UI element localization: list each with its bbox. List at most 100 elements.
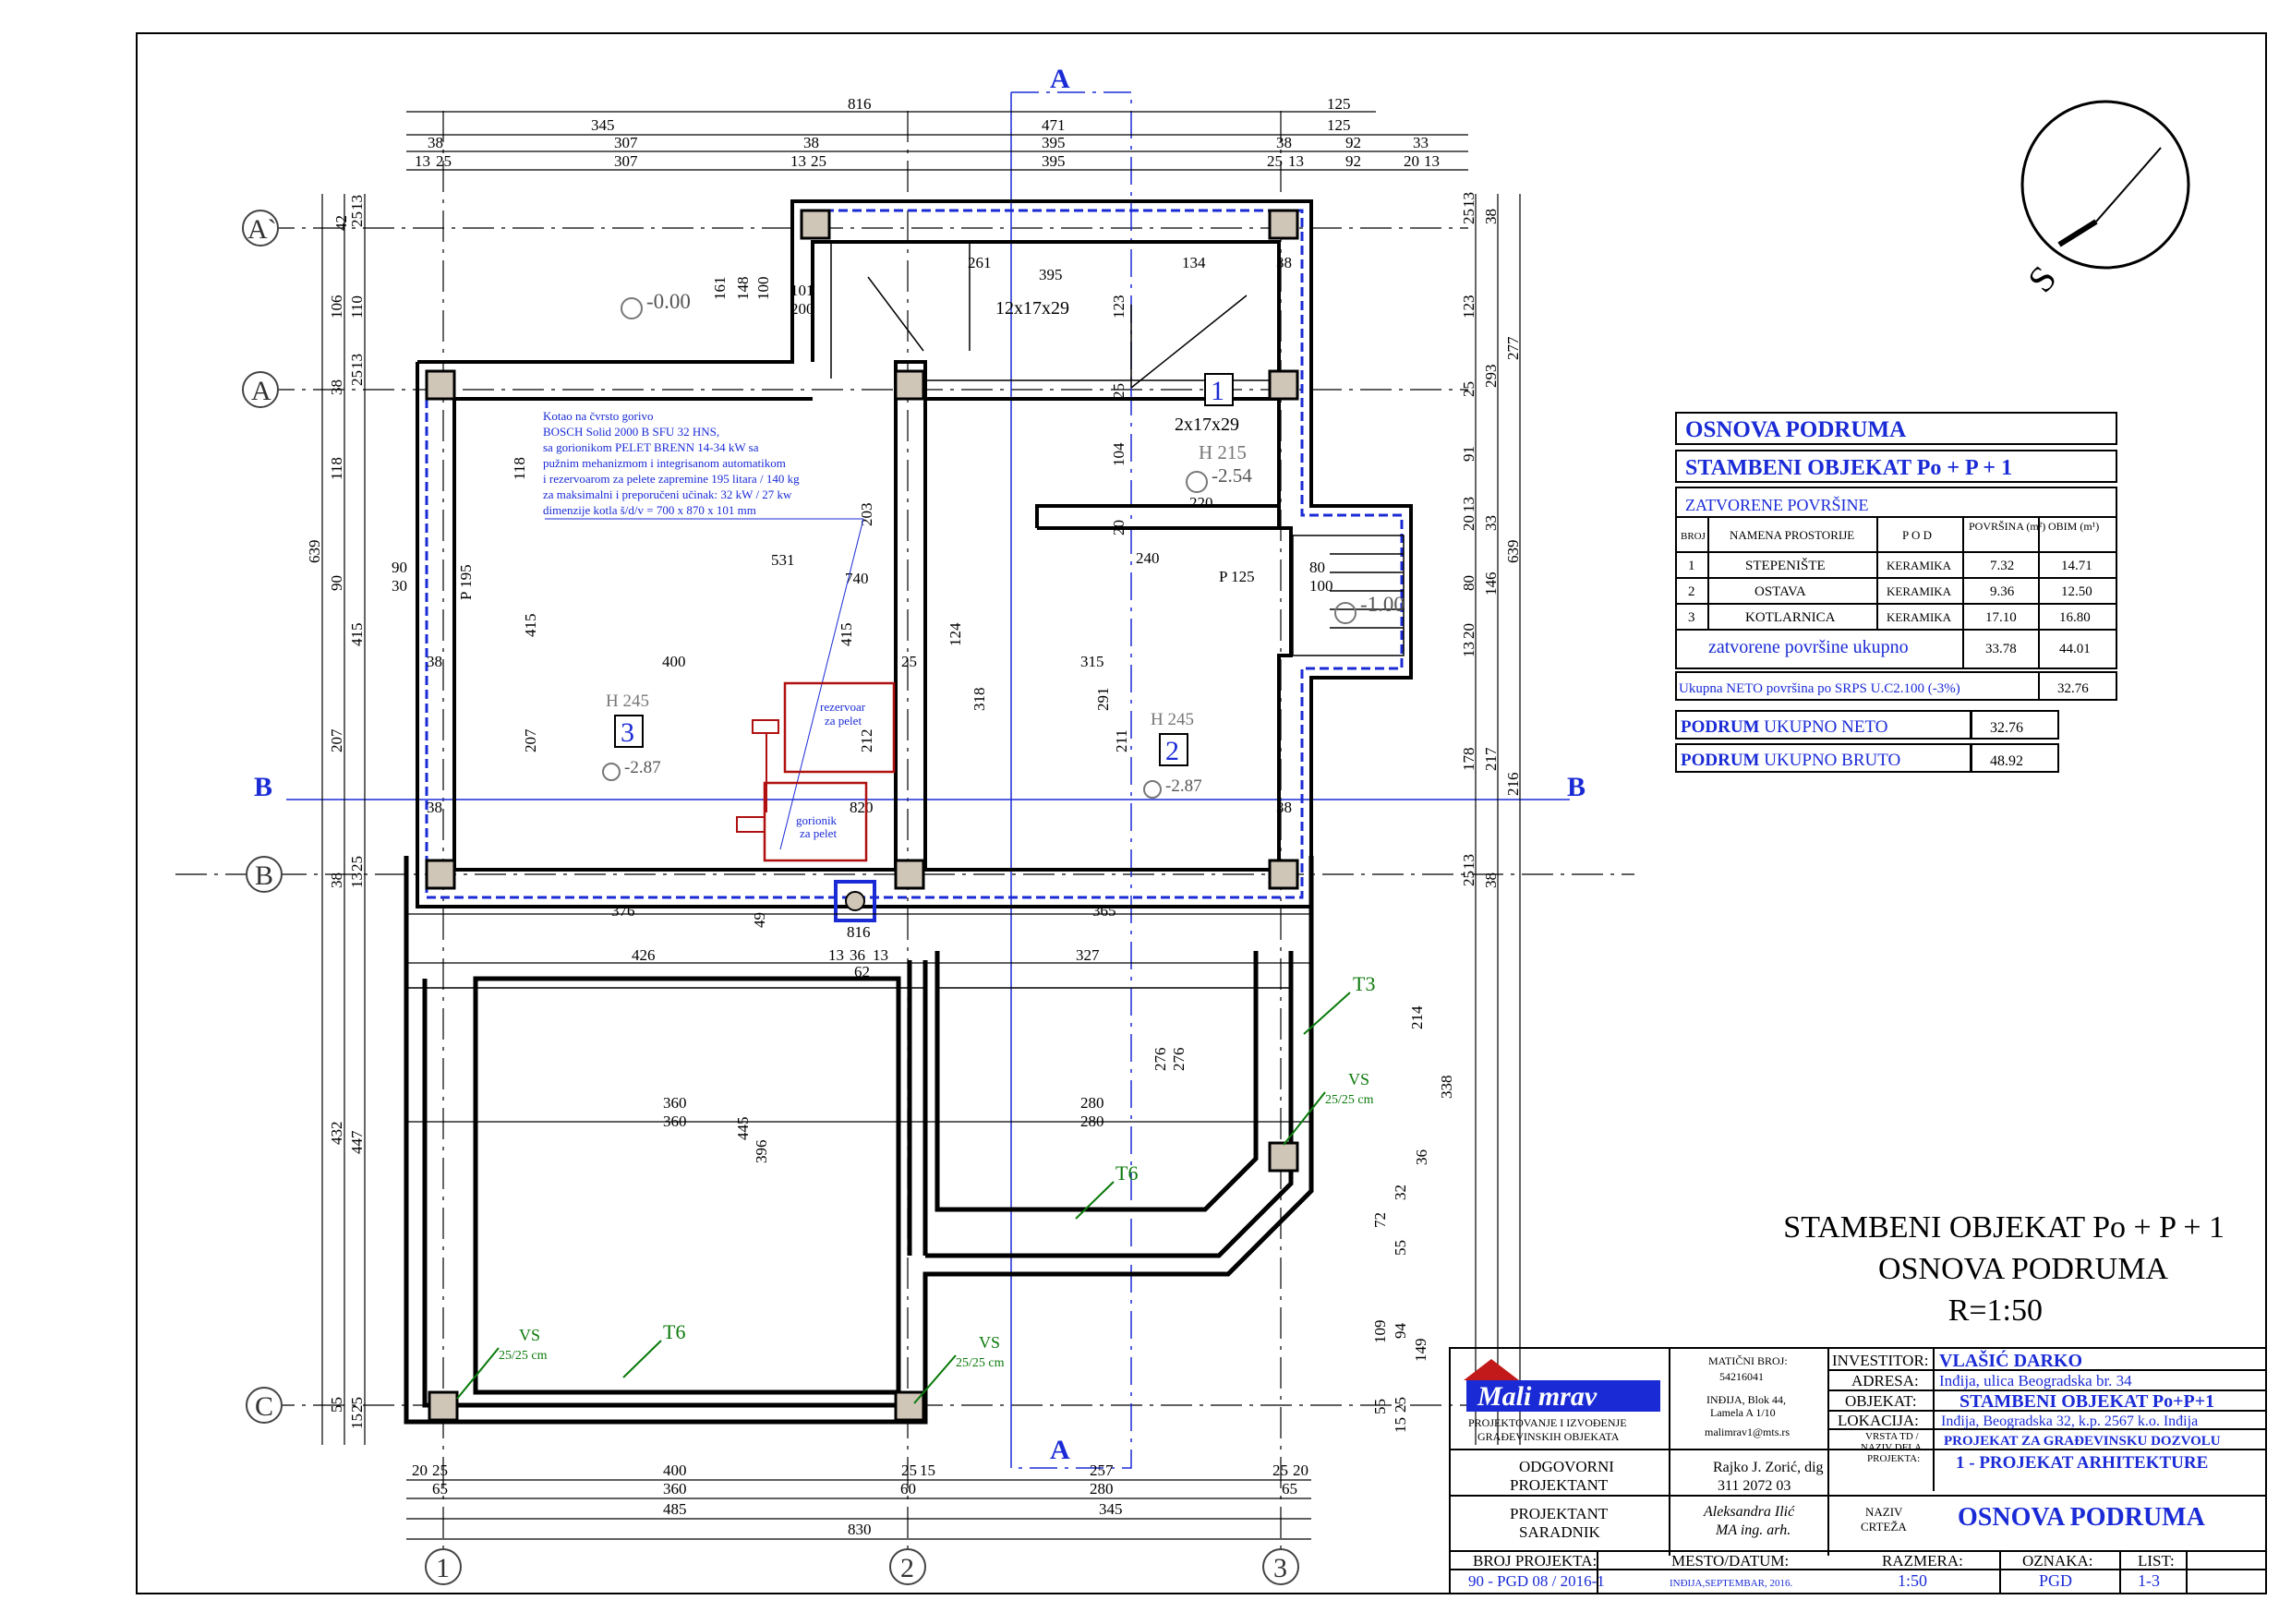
svg-text:240: 240 bbox=[1136, 549, 1160, 567]
svg-text:38: 38 bbox=[427, 799, 442, 816]
svg-text:32.76: 32.76 bbox=[2057, 681, 2089, 696]
pellet-tank-label-2: za pelet bbox=[825, 714, 862, 728]
basement-walls bbox=[416, 199, 1413, 922]
svg-text:65: 65 bbox=[432, 1480, 448, 1498]
svg-text:BROJ: BROJ bbox=[1681, 531, 1706, 542]
svg-text:INĐIJA, Blok 44,: INĐIJA, Blok 44, bbox=[1706, 1393, 1786, 1406]
area-table-total-label: zatvorene površine ukupno bbox=[1708, 637, 1909, 657]
svg-text:38: 38 bbox=[1276, 134, 1292, 151]
svg-text:KOTLARNICA: KOTLARNICA bbox=[1745, 610, 1836, 625]
svg-text:25: 25 bbox=[1460, 209, 1477, 224]
svg-text:P O D: P O D bbox=[1902, 528, 1932, 542]
svg-text:118: 118 bbox=[328, 457, 345, 480]
svg-text:VRSTA TD /: VRSTA TD / bbox=[1865, 1431, 1920, 1442]
svg-text:2: 2 bbox=[1688, 584, 1695, 599]
svg-text:1:50: 1:50 bbox=[1898, 1571, 1927, 1590]
svg-text:94: 94 bbox=[1392, 1323, 1409, 1340]
svg-text:395: 395 bbox=[1042, 134, 1066, 151]
foundations: 376 49 365 426 13 36 13 62 327 816 360 3… bbox=[404, 856, 1375, 1425]
svg-text:32.76: 32.76 bbox=[1990, 720, 2023, 736]
svg-text:Kotao na čvrsto gorivo: Kotao na čvrsto gorivo bbox=[543, 409, 654, 423]
svg-text:447: 447 bbox=[348, 1130, 366, 1154]
svg-text:400: 400 bbox=[662, 653, 686, 670]
svg-text:220: 220 bbox=[1189, 494, 1213, 511]
svg-text:ODGOVORNI: ODGOVORNI bbox=[1519, 1458, 1614, 1475]
north-arrow: S bbox=[2020, 100, 2190, 300]
svg-text:MESTO/DATUM:: MESTO/DATUM: bbox=[1671, 1552, 1789, 1570]
svg-text:214: 214 bbox=[1408, 1005, 1426, 1029]
label-vs-2-size: 25/25 cm bbox=[956, 1356, 1005, 1370]
right-dimensions: 25 13 38 123 293 277 25 91 20 13 33 80 1… bbox=[1371, 192, 1522, 1445]
room-3-number: 3 bbox=[621, 717, 634, 748]
title-block: Mali mrav PROJEKTOVANJE I IZVOĐENJE GRAĐ… bbox=[1449, 1347, 2267, 1594]
svg-text:13: 13 bbox=[415, 152, 430, 170]
company-logo-text: Mali mrav bbox=[1477, 1381, 1598, 1412]
svg-text:15: 15 bbox=[348, 1413, 366, 1429]
svg-text:740: 740 bbox=[845, 570, 869, 587]
svg-text:345: 345 bbox=[591, 116, 615, 134]
svg-text:Lamela A 1/10: Lamela A 1/10 bbox=[1710, 1406, 1776, 1419]
svg-text:80: 80 bbox=[1460, 575, 1477, 591]
svg-text:149: 149 bbox=[1412, 1339, 1429, 1363]
area-table-title: OSNOVA PODRUMA bbox=[1685, 417, 1906, 442]
svg-text:ADRESA:: ADRESA: bbox=[1851, 1372, 1919, 1389]
svg-text:Inđija, ulica Beogradska br. 3: Inđija, ulica Beogradska br. 34 bbox=[1939, 1372, 2132, 1389]
svg-text:485: 485 bbox=[663, 1500, 687, 1518]
svg-text:20: 20 bbox=[1460, 623, 1477, 639]
svg-text:25: 25 bbox=[811, 152, 826, 170]
svg-text:25: 25 bbox=[1460, 871, 1477, 886]
room-3-level: -2.87 bbox=[624, 758, 661, 777]
svg-text:106: 106 bbox=[328, 295, 345, 319]
svg-text:13: 13 bbox=[1424, 152, 1440, 170]
svg-text:NAMENA PROSTORIJE: NAMENA PROSTORIJE bbox=[1730, 528, 1854, 542]
svg-text:360: 360 bbox=[663, 1480, 687, 1498]
svg-text:13: 13 bbox=[828, 946, 844, 964]
svg-text:20: 20 bbox=[412, 1462, 428, 1479]
label-vs-1-size: 25/25 cm bbox=[499, 1349, 548, 1363]
svg-text:415: 415 bbox=[522, 614, 539, 638]
svg-text:P 195: P 195 bbox=[457, 564, 475, 600]
svg-text:365: 365 bbox=[1092, 902, 1116, 920]
svg-text:STAMBENI OBJEKAT Po+P+1: STAMBENI OBJEKAT Po+P+1 bbox=[1959, 1391, 2214, 1412]
svg-text:830: 830 bbox=[848, 1521, 872, 1538]
entry-level: -0.00 bbox=[646, 290, 691, 313]
svg-text:PROJEKTANT: PROJEKTANT bbox=[1510, 1505, 1609, 1522]
svg-text:25: 25 bbox=[1110, 383, 1127, 399]
svg-text:13: 13 bbox=[348, 195, 366, 211]
svg-text:125: 125 bbox=[1327, 116, 1351, 134]
section-line-a: A A B B bbox=[254, 64, 1586, 1469]
sheet-frame bbox=[136, 32, 2267, 1594]
svg-text:25: 25 bbox=[1267, 152, 1283, 170]
svg-text:KERAMIKA: KERAMIKA bbox=[1887, 584, 1952, 598]
area-table-subtitle: STAMBENI OBJEKAT Po + P + 1 bbox=[1685, 456, 2012, 480]
svg-text:212: 212 bbox=[858, 729, 875, 753]
svg-text:36: 36 bbox=[850, 946, 865, 964]
svg-text:639: 639 bbox=[1504, 540, 1522, 564]
svg-text:16.80: 16.80 bbox=[2059, 610, 2091, 625]
svg-text:327: 327 bbox=[1076, 946, 1100, 964]
svg-text:za maksimalni i preporučeni uč: za maksimalni i preporučeni učinak: 32 k… bbox=[543, 487, 792, 501]
svg-text:33: 33 bbox=[1413, 134, 1429, 151]
svg-text:38: 38 bbox=[427, 653, 442, 670]
svg-text:MA ing. arh.: MA ing. arh. bbox=[1715, 1522, 1791, 1538]
side-level: -1.00 bbox=[1360, 593, 1405, 616]
svg-text:BROJ PROJEKTA:: BROJ PROJEKTA: bbox=[1473, 1552, 1597, 1570]
label-vs-2: VS bbox=[979, 1333, 1000, 1352]
svg-text:345: 345 bbox=[1099, 1500, 1123, 1518]
svg-text:38: 38 bbox=[1276, 799, 1292, 816]
svg-text:72: 72 bbox=[1371, 1212, 1389, 1228]
svg-text:20: 20 bbox=[1404, 152, 1419, 170]
svg-text:531: 531 bbox=[771, 551, 795, 569]
room-2-level: -2.87 bbox=[1165, 776, 1202, 796]
svg-text:36: 36 bbox=[1413, 1149, 1430, 1165]
axis-bubbles: A` A B C 1 2 3 bbox=[242, 210, 1299, 1585]
svg-text:293: 293 bbox=[1482, 365, 1500, 389]
room-1-level: -2.54 bbox=[1212, 464, 1252, 487]
svg-text:LIST:: LIST: bbox=[2138, 1552, 2175, 1570]
svg-text:125: 125 bbox=[1327, 95, 1351, 113]
svg-text:17.10: 17.10 bbox=[1985, 610, 2017, 625]
svg-text:291: 291 bbox=[1094, 688, 1112, 712]
svg-text:134: 134 bbox=[1182, 254, 1206, 271]
svg-text:13: 13 bbox=[1460, 854, 1477, 870]
svg-text:13: 13 bbox=[790, 152, 806, 170]
